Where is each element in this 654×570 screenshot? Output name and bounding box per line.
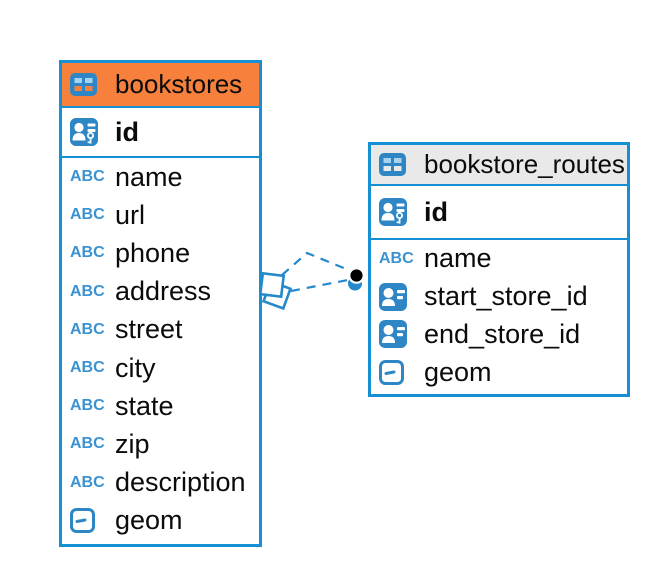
text-type-badge: ABC: [70, 320, 105, 338]
table-title: bookstore_routes: [424, 149, 625, 179]
text-type-icon: ABC: [70, 206, 106, 224]
geometry-type-icon: [379, 359, 415, 385]
relationship-line-bent[interactable]: [281, 251, 352, 276]
column-label: city: [115, 352, 156, 383]
primary-key-section: id: [371, 186, 627, 240]
column-label: state: [115, 390, 174, 421]
column-label: street: [115, 314, 183, 345]
table-bookstore-routes-header[interactable]: bookstore_routes: [371, 145, 627, 186]
text-type-badge: ABC: [70, 473, 105, 491]
column-label: phone: [115, 237, 191, 268]
column-label: id: [424, 196, 448, 227]
column-row-state[interactable]: ABC state: [62, 387, 259, 425]
column-label: zip: [115, 428, 150, 459]
column-row-url[interactable]: ABC url: [62, 196, 259, 234]
column-row-end_store_id[interactable]: end_store_id: [371, 316, 627, 354]
table-icon: [379, 153, 415, 176]
columns-section: ABC name start_store_id end_store_id geom: [371, 240, 627, 391]
text-type-badge: ABC: [70, 435, 105, 453]
primary-key-section: id: [62, 108, 259, 158]
text-type-icon: ABC: [70, 474, 106, 492]
column-label: id: [115, 116, 139, 147]
text-type-icon: ABC: [70, 168, 106, 186]
text-type-icon: ABC: [70, 435, 106, 453]
column-row-start_store_id[interactable]: start_store_id: [371, 278, 627, 316]
text-type-badge: ABC: [70, 244, 105, 262]
column-label: geom: [115, 505, 183, 536]
text-type-icon: ABC: [70, 397, 106, 415]
column-row-description[interactable]: ABC description: [62, 464, 259, 502]
column-row-name[interactable]: ABC name: [62, 158, 259, 196]
text-type-icon: ABC: [70, 321, 106, 339]
column-row-id[interactable]: id: [62, 108, 259, 156]
text-type-badge: ABC: [70, 282, 105, 300]
text-type-badge: ABC: [70, 206, 105, 224]
text-type-badge: ABC: [70, 359, 105, 377]
column-label: end_store_id: [424, 318, 581, 349]
table-bookstore-routes[interactable]: bookstore_routes id ABC name start_store_…: [368, 142, 630, 397]
one-side-dot-black[interactable]: [348, 267, 365, 284]
text-type-badge: ABC: [70, 168, 105, 186]
column-row-address[interactable]: ABC address: [62, 273, 259, 311]
geometry-type-icon: [70, 508, 106, 534]
foreign-key-icon: [379, 282, 415, 311]
foreign-key-icon: [379, 320, 415, 349]
text-type-badge: ABC: [70, 397, 105, 415]
table-title: bookstores: [115, 69, 243, 99]
column-label: description: [115, 467, 246, 498]
column-row-street[interactable]: ABC street: [62, 311, 259, 349]
text-type-badge: ABC: [379, 249, 414, 267]
relationship-line-straight[interactable]: [290, 278, 349, 293]
column-label: geom: [424, 356, 492, 387]
text-type-icon: ABC: [70, 244, 106, 262]
column-row-zip[interactable]: ABC zip: [62, 425, 259, 463]
table-bookstores-header[interactable]: bookstores: [62, 63, 259, 108]
column-row-city[interactable]: ABC city: [62, 349, 259, 387]
column-label: name: [424, 243, 492, 274]
column-label: url: [115, 199, 146, 230]
primary-key-icon: [379, 198, 415, 226]
column-label: start_store_id: [424, 281, 588, 312]
column-row-geom[interactable]: geom: [62, 502, 259, 540]
column-label: address: [115, 276, 212, 307]
column-row-phone[interactable]: ABC phone: [62, 234, 259, 272]
many-side-square-markers[interactable]: [258, 271, 293, 311]
text-type-icon: ABC: [379, 250, 415, 268]
text-type-icon: ABC: [70, 283, 106, 301]
square-marker-front[interactable]: [258, 271, 286, 299]
column-row-id[interactable]: id: [371, 186, 627, 238]
column-label: name: [115, 161, 183, 192]
table-icon: [70, 73, 106, 96]
column-row-name[interactable]: ABC name: [371, 240, 627, 278]
primary-key-icon: [70, 118, 106, 146]
column-row-geom[interactable]: geom: [371, 353, 627, 391]
text-type-icon: ABC: [70, 359, 106, 377]
